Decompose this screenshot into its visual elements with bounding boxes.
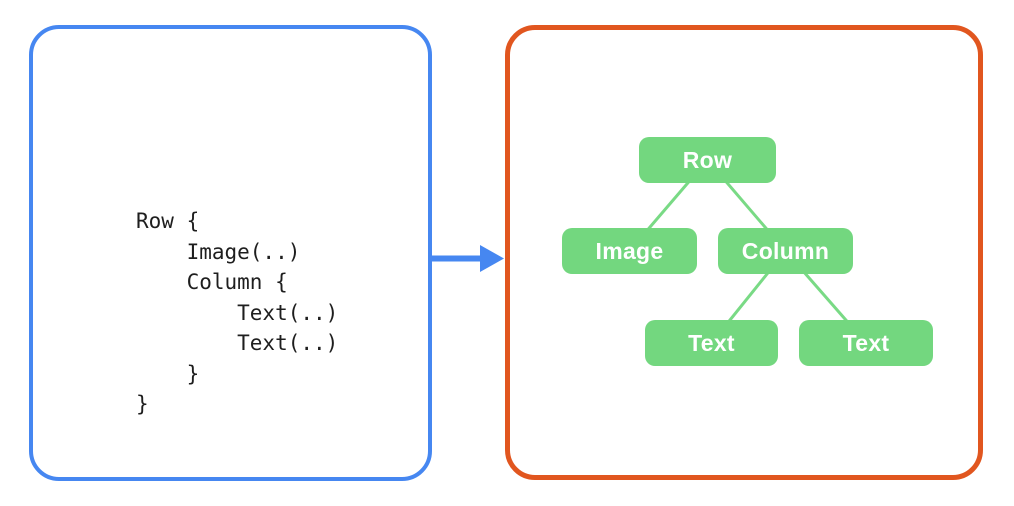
code-line: Column {	[136, 270, 288, 294]
code-line: }	[136, 392, 149, 416]
tree-node-image: Image	[562, 228, 697, 274]
code-line: }	[136, 361, 200, 386]
arrow-right-icon	[432, 245, 504, 272]
code-snippet: Row { Image(..) Column { Text(..) Text(.…	[136, 206, 338, 420]
code-line: Row {	[136, 209, 200, 233]
code-line: Image(..)	[136, 239, 301, 264]
code-panel: Row { Image(..) Column { Text(..) Text(.…	[29, 25, 432, 481]
code-line: Text(..)	[136, 331, 339, 355]
tree-node-text-1: Text	[645, 320, 778, 366]
tree-node-row: Row	[639, 137, 776, 183]
tree-node-text-2: Text	[799, 320, 933, 366]
tree-node-column: Column	[718, 228, 853, 274]
code-line: Text(..)	[136, 300, 339, 325]
